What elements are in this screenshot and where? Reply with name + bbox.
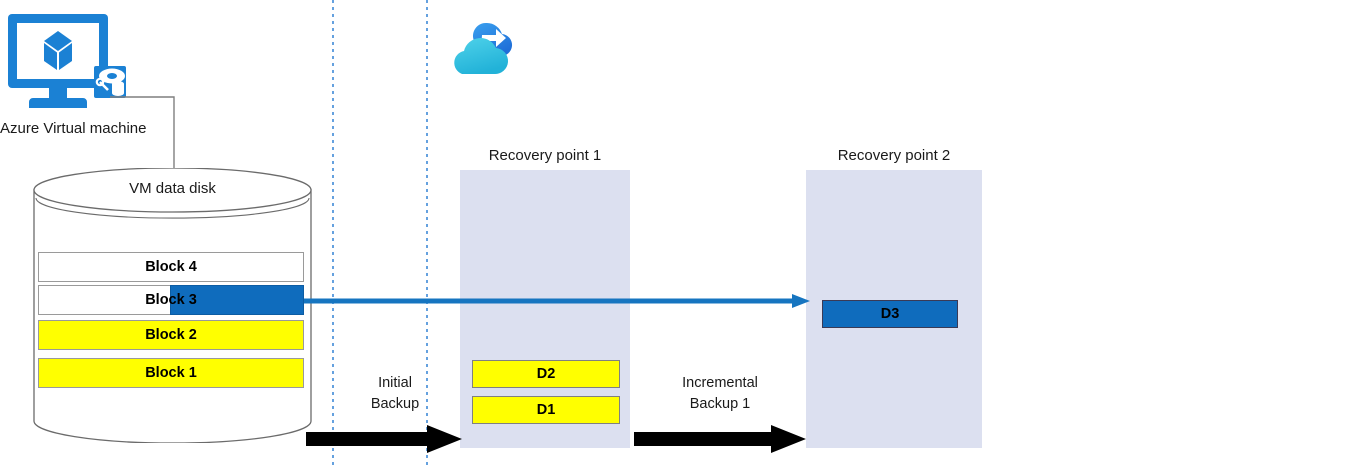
recovery-point-1-data-block-d2-label: D2: [536, 366, 556, 382]
incremental-backup-1-caption-line2: Backup 1: [689, 396, 751, 413]
guide-line-left: [332, 0, 334, 467]
disk-block-4: Block 4: [38, 252, 304, 282]
azure-vm-label: Azure Virtual machine: [0, 120, 147, 137]
recovery-point-2-data-block-d3-label: D3: [880, 306, 900, 322]
disk-block-1: Block 1: [38, 358, 304, 388]
disk-block-2-label: Block 2: [145, 327, 197, 343]
recovery-point-2-data-block-d3: D3: [822, 300, 958, 328]
azure-virtual-machine-icon: [8, 10, 148, 115]
initial-backup-arrow: [306, 424, 462, 454]
initial-backup-caption-line1: Initial: [378, 375, 412, 391]
changed-block-to-d3-connector: [300, 294, 810, 308]
incremental-backup-1-caption: Incremental Backup 1: [640, 373, 800, 415]
disk-block-1-label: Block 1: [145, 365, 197, 381]
recovery-point-2-title: Recovery point 2: [837, 147, 951, 164]
incremental-backup-1-arrow: [634, 424, 806, 454]
recovery-point-1-data-block-d1: D1: [472, 396, 620, 424]
disk-block-4-label: Block 4: [145, 259, 197, 275]
incremental-backup-1-caption-line1: Incremental: [682, 375, 758, 391]
initial-backup-caption: Initial Backup: [330, 373, 460, 415]
disk-block-2: Block 2: [38, 320, 304, 350]
managed-disk-icon: [94, 66, 126, 98]
guide-line-right: [426, 0, 428, 467]
recovery-point-1-data-block-d2: D2: [472, 360, 620, 388]
recovery-point-1-data-block-d1-label: D1: [536, 402, 556, 418]
initial-backup-caption-line2: Backup: [370, 396, 420, 413]
vm-to-disk-connector: [110, 92, 200, 187]
disk-block-3-changed-region: [170, 285, 304, 315]
recovery-point-1-title: Recovery point 1: [488, 147, 602, 164]
azure-backup-cloud-icon: [448, 8, 528, 88]
vm-data-disk-title: VM data disk: [129, 180, 216, 197]
